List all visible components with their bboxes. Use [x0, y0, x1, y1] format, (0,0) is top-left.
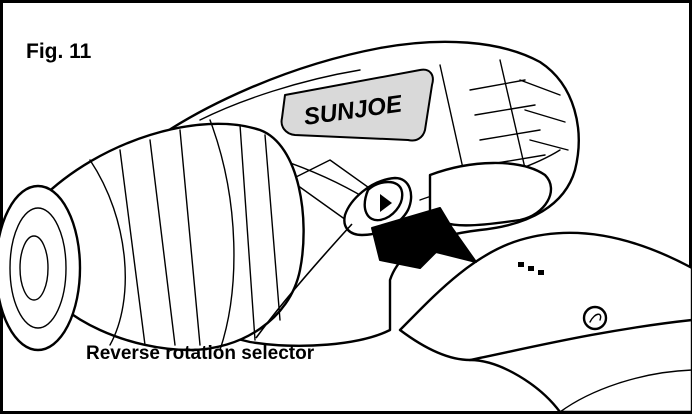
figure-label: Fig. 11 [26, 40, 92, 63]
vent-slot [538, 270, 544, 275]
callout-label: Reverse rotation selector [86, 343, 315, 364]
play-triangle-icon [380, 194, 392, 212]
vent-slot [528, 266, 534, 271]
push-arrow-icon [371, 207, 477, 269]
drill-chuck [0, 119, 305, 352]
drill-handle [398, 231, 692, 414]
lanyard-hole [582, 305, 608, 331]
logo-plate [280, 68, 434, 142]
vent-slot [518, 262, 524, 267]
callout-leader-line [255, 223, 353, 339]
